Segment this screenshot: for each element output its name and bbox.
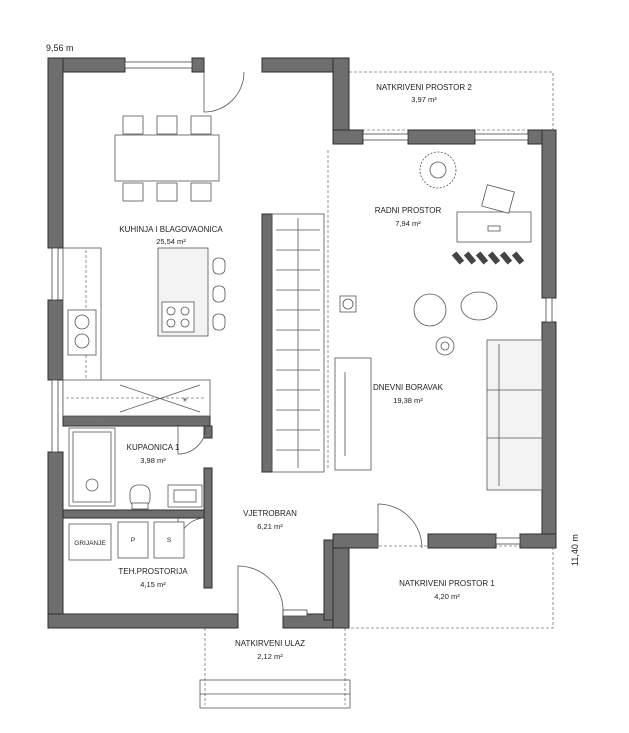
dryer-label: S	[167, 537, 172, 544]
stove	[339, 295, 357, 313]
heating-unit: GRIJANJE	[68, 523, 112, 561]
room-area-kitchen: 25,54 m²	[156, 237, 186, 246]
room-name-kitchen: KUHINJA I BLAGOVAONICA	[119, 225, 223, 234]
heating-label: GRIJANJE	[74, 540, 106, 547]
width-dimension-label: 9,56 m	[46, 43, 74, 53]
kitchen-island	[157, 247, 226, 337]
room-name-bathroom: KUPAONICA 1	[127, 443, 180, 452]
room-area-hall: 6,21 m²	[257, 522, 283, 531]
room-area-covered-space-1: 4,20 m²	[434, 592, 460, 601]
room-name-work-space: RADNI PROSTOR	[375, 206, 442, 215]
plant-icon	[419, 151, 457, 189]
bathroom-sink	[167, 484, 203, 508]
tv-unit	[334, 357, 372, 471]
room-name-hall: VJETROBRAN	[243, 509, 297, 518]
sofa	[486, 339, 543, 491]
shower	[68, 427, 116, 507]
room-area-bathroom: 3,98 m²	[140, 456, 166, 465]
room-name-living-room: DNEVNI BORAVAK	[373, 383, 444, 392]
washer: P	[117, 521, 149, 559]
room-name-covered-entrance: NATKIRVENI ULAZ	[235, 639, 305, 648]
room-name-covered-space-2: NATKRIVENI PROSTOR 2	[376, 83, 472, 92]
height-dimension-label: 11,40 m	[570, 534, 580, 566]
kitchen-counter: ✳	[62, 247, 211, 417]
dryer: S	[153, 521, 185, 559]
room-area-covered-entrance: 2,12 m²	[257, 652, 283, 661]
star-icon: ✳	[182, 396, 188, 404]
room-area-technical-room: 4,15 m²	[140, 580, 166, 589]
washer-label: P	[131, 537, 135, 544]
covered-space-2-outline	[348, 71, 554, 131]
room-name-covered-space-1: NATKRIVENI PROSTOR 1	[399, 579, 495, 588]
room-area-covered-space-2: 3,97 m²	[411, 95, 437, 104]
exterior-walls	[47, 57, 557, 629]
dining-table	[114, 115, 220, 202]
lounge-chairs	[413, 291, 498, 356]
room-area-work-space: 7,94 m²	[395, 219, 421, 228]
room-area-living-room: 19,38 m²	[393, 396, 423, 405]
staircase	[271, 213, 325, 473]
entrance-steps	[199, 679, 351, 709]
covered-entrance-outline	[204, 628, 346, 705]
windows	[51, 61, 553, 617]
room-name-technical-room: TEH.PROSTORIJA	[118, 567, 188, 576]
toilet	[129, 484, 151, 510]
bookshelf	[451, 251, 525, 265]
work-desk	[456, 184, 532, 243]
